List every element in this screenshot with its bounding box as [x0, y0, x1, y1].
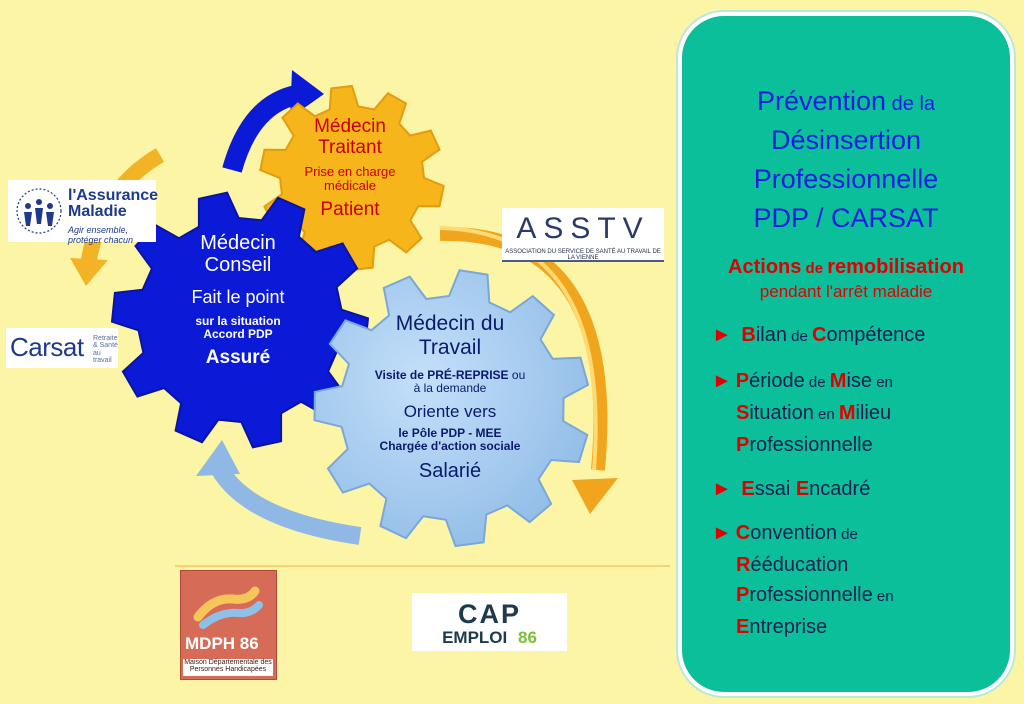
- logo-cap-emploi: CAP EMPLOI 86: [412, 593, 567, 651]
- gear-medecin-conseil: [110, 191, 370, 449]
- mdph-subtitle: Maison Départementale des Personnes Hand…: [183, 659, 273, 676]
- arrow-blue-top: [222, 85, 299, 173]
- asstv-name: ASSTV: [516, 212, 650, 245]
- arrow-orange-left-head: [70, 258, 108, 286]
- travail-visit: Visite de PRÉ-REPRISE ou à la demande: [374, 368, 526, 396]
- list-item-convention: ►Convention de Rééducation Professionnel…: [712, 522, 894, 638]
- travail-action: Oriente vers: [403, 401, 497, 421]
- traitant-detail: Prise en charge médicale: [304, 163, 396, 194]
- pdp-carsat-panel: Prévention de la Désinsertion Profession…: [678, 12, 1014, 696]
- gear-traitant-text: Médecin Traitant Prise en charge médical…: [290, 116, 410, 220]
- logo-mdph: MDPH 86 Maison Départementale des Person…: [180, 570, 277, 680]
- gear-travail-text: Médecin du Travail Visite de PRÉ-REPRISE…: [355, 312, 545, 482]
- actions-list: ► Bilan de Compétence ►Période de Mise e…: [712, 320, 925, 652]
- gear-medecin-travail: [313, 269, 590, 548]
- bullet-triangle-icon: ►: [712, 324, 732, 346]
- bullet-triangle-icon: ►: [712, 522, 732, 544]
- logo-carsat: Carsat Retraite & Santé au travail: [6, 328, 118, 368]
- list-item-essai: ► Essai Encadré: [712, 478, 871, 500]
- list-item-periode: ►Période de Mise en Situation en Milieu …: [712, 370, 893, 456]
- cap-emploi-emploi: EMPLOI 86: [442, 628, 537, 647]
- arrow-lightblue-bottom: [212, 465, 362, 545]
- traitant-title: Médecin Traitant: [314, 116, 386, 159]
- arrow-orange-right: [439, 226, 608, 471]
- asstv-subtitle: ASSOCIATION DU SERVICE DE SANTÉ AU TRAVA…: [505, 249, 661, 261]
- mdph-name: MDPH 86: [185, 634, 259, 653]
- panel-actions-subtitle: pendant l'arrêt maladie: [759, 282, 933, 301]
- conseil-role: Assuré: [205, 346, 271, 368]
- logo-asstv: ASSTV ASSOCIATION DU SERVICE DE SANTÉ AU…: [502, 208, 664, 262]
- conseil-detail: sur la situation Accord PDP: [195, 313, 281, 342]
- panel-title: Prévention de la Désinsertion Profession…: [753, 86, 939, 233]
- arrow-lightblue-bottom-head: [196, 440, 240, 476]
- carsat-name: Carsat: [10, 332, 84, 362]
- gear-conseil-text: Médecin Conseil Fait le point sur la sit…: [158, 232, 318, 368]
- assurance-maladie-tagline: Agir ensemble, protéger chacun: [68, 225, 134, 245]
- hands-icon: [193, 586, 263, 629]
- cap-emploi-cap: CAP: [457, 599, 521, 629]
- logo-assurance-maladie: l'Assurance Maladie Agir ensemble, proté…: [8, 180, 159, 245]
- list-item-bilan: ► Bilan de Compétence: [712, 324, 926, 346]
- assurance-maladie-title: l'Assurance Maladie: [68, 187, 159, 221]
- conseil-action: Fait le point: [191, 286, 285, 307]
- gear-medecin-traitant: [259, 84, 445, 272]
- travail-title: Médecin du Travail: [395, 312, 505, 359]
- panel-actions-heading: Actions de remobilisation: [728, 256, 964, 278]
- conseil-title: Médecin Conseil: [200, 232, 276, 277]
- diagram-canvas: [70, 70, 670, 567]
- travail-role: Salarié: [418, 459, 482, 482]
- bullet-triangle-icon: ►: [712, 370, 732, 392]
- bullet-triangle-icon: ►: [712, 478, 732, 500]
- traitant-role: Patient: [320, 198, 380, 220]
- arrow-orange-right-head: [572, 478, 618, 514]
- carsat-tagline: Retraite & Santé au travail: [93, 335, 118, 365]
- travail-detail: le Pôle PDP - MEE Chargée d'action socia…: [379, 425, 521, 454]
- people-icon: [16, 188, 62, 234]
